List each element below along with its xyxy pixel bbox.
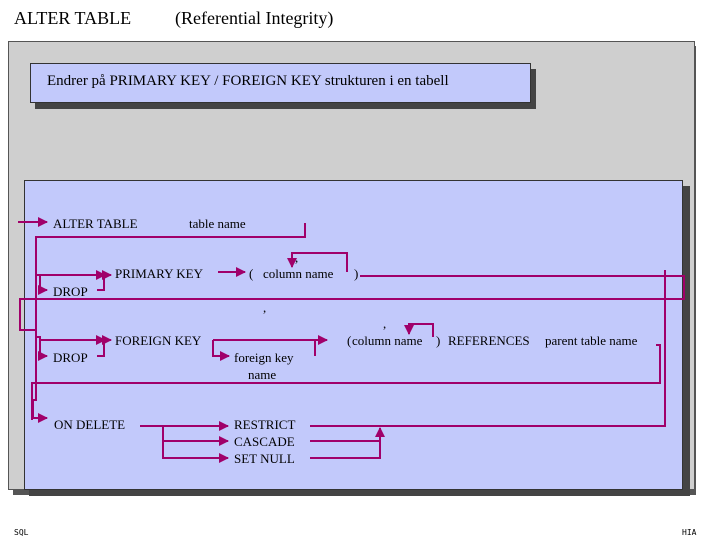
comma-separator-1: , xyxy=(295,250,298,265)
flow-line xyxy=(404,323,434,337)
flow-line xyxy=(263,275,685,300)
flow-line xyxy=(36,336,48,361)
comma-separator-2: , xyxy=(263,300,266,315)
column-name-label-2: column name xyxy=(352,333,423,348)
drop-keyword-1: DROP xyxy=(53,284,88,299)
close-paren-1: ) xyxy=(354,266,358,281)
footer-left-label: SQL xyxy=(14,528,29,537)
parent-table-name-label: parent table name xyxy=(545,333,638,348)
page-title: ALTER TABLE xyxy=(14,8,132,28)
flow-line xyxy=(287,252,348,272)
page-subtitle: (Referential Integrity) xyxy=(175,8,334,28)
flow-line xyxy=(212,340,230,361)
flow-line xyxy=(97,335,112,357)
open-paren-1: ( xyxy=(249,266,253,281)
alter-table-keyword: ALTER TABLE xyxy=(53,216,138,231)
footer-right-label: HIA xyxy=(682,528,697,537)
flow-line xyxy=(32,236,305,423)
cascade-option: CASCADE xyxy=(234,434,295,449)
foreign-key-name-label-line2: name xyxy=(248,367,276,382)
open-paren-2: ( xyxy=(347,333,351,348)
flow-line xyxy=(310,427,385,459)
diagram-panel xyxy=(24,180,683,490)
references-keyword: REFERENCES xyxy=(448,333,530,348)
header-box: Endrer på PRIMARY KEY / FOREIGN KEY stru… xyxy=(30,63,531,103)
column-name-label-1: column name xyxy=(263,266,334,281)
flow-line xyxy=(31,344,661,420)
drop-keyword-2: DROP xyxy=(53,350,88,365)
on-delete-keyword: ON DELETE xyxy=(54,417,125,432)
set-null-option: SET NULL xyxy=(234,451,295,466)
restrict-option: RESTRICT xyxy=(234,417,295,432)
primary-key-keyword: PRIMARY KEY xyxy=(115,266,204,281)
foreign-key-name-label-line1: foreign key xyxy=(234,350,294,365)
header-text: Endrer på PRIMARY KEY / FOREIGN KEY stru… xyxy=(47,73,449,89)
close-paren-2: ) xyxy=(436,333,440,348)
flow-line xyxy=(36,274,48,295)
flow-line xyxy=(310,270,666,427)
flow-line xyxy=(19,298,263,331)
table-name-label: table name xyxy=(189,216,246,231)
comma-separator-3: , xyxy=(383,316,386,331)
flow-line xyxy=(97,270,112,291)
foreign-key-keyword: FOREIGN KEY xyxy=(115,333,202,348)
